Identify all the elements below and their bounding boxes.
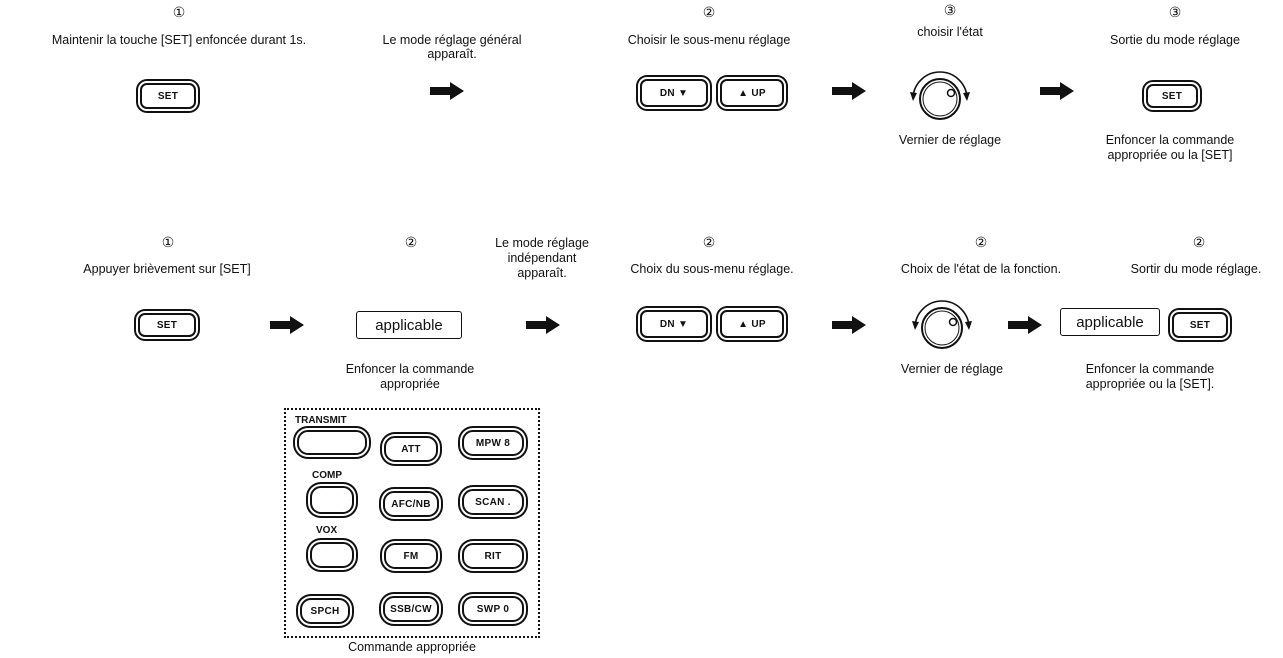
transmit-label: TRANSMIT <box>295 415 347 426</box>
row2-step5-number: ② <box>974 234 988 250</box>
panel-caption: Commande appropriée <box>348 640 476 654</box>
afc-nb-key[interactable]: AFC/NB <box>383 491 439 517</box>
arrow-icon <box>1008 316 1042 334</box>
ssb-cw-key[interactable]: SSB/CW <box>383 596 439 622</box>
down-key[interactable]: DN ▼ <box>640 79 708 107</box>
row1-step4-text: choisir l'état <box>917 25 983 39</box>
arrow-icon <box>832 82 866 100</box>
row1-step4-caption: Vernier de réglage <box>898 133 1002 147</box>
row2-step3-text-line3: apparaît. <box>517 266 567 280</box>
row1-step2-text-line1: Le mode réglage général <box>382 33 522 47</box>
applicable-keys-panel <box>284 408 540 638</box>
spch-key[interactable]: SPCH <box>300 598 350 624</box>
vox-label: VOX <box>316 525 338 536</box>
set-key[interactable]: SET <box>1146 84 1198 108</box>
tuning-dial-icon[interactable] <box>905 292 979 356</box>
row2-step6-number: ② <box>1192 234 1206 250</box>
row1-step3-number: ② <box>702 4 716 20</box>
row2-step5-caption: Vernier de réglage <box>900 362 1004 376</box>
comp-key[interactable] <box>310 486 354 514</box>
arrow-icon <box>270 316 304 334</box>
transmit-key[interactable] <box>297 430 367 455</box>
applicable-command-box[interactable]: applicable <box>356 311 462 339</box>
swp-key[interactable]: SWP 0 <box>462 596 524 622</box>
vox-key[interactable] <box>310 542 354 568</box>
applicable-command-box[interactable]: applicable <box>1060 308 1160 336</box>
row2-step4-text: Choix du sous-menu réglage. <box>630 262 794 276</box>
row2-step2-number: ② <box>404 234 418 250</box>
row2-step2-caption-line2: appropriée <box>380 377 440 391</box>
rit-key[interactable]: RIT <box>462 543 524 569</box>
row2-step1-text: Appuyer brièvement sur [SET] <box>83 262 251 276</box>
row1-step5-number: ③ <box>1168 4 1182 20</box>
row1-step1-number: ① <box>172 4 186 20</box>
row2-step6-caption-line1: Enfoncer la commande <box>1085 362 1215 376</box>
row1-step1-text: Maintenir la touche [SET] enfoncée duran… <box>51 33 307 47</box>
comp-label: COMP <box>312 470 342 481</box>
set-key[interactable]: SET <box>138 313 196 337</box>
fm-key[interactable]: FM <box>384 543 438 569</box>
row2-step6-caption-line2: appropriée ou la [SET]. <box>1085 377 1215 391</box>
row2-step6-text: Sortir du mode réglage. <box>1130 262 1262 276</box>
tuning-dial-icon[interactable] <box>903 63 977 127</box>
arrow-icon <box>430 82 464 100</box>
row1-step2-text-line2: apparaît. <box>427 47 477 61</box>
arrow-icon <box>1040 82 1074 100</box>
row1-step5-caption-line1: Enfoncer la commande <box>1105 133 1235 147</box>
row1-step5-text: Sortie du mode réglage <box>1110 33 1240 47</box>
arrow-icon <box>526 316 560 334</box>
row2-step3-text-line1: Le mode réglage <box>495 236 589 250</box>
set-key[interactable]: SET <box>1172 312 1228 338</box>
row2-step2-caption-line1: Enfoncer la commande <box>345 362 475 376</box>
row2-step5-text: Choix de l'état de la fonction. <box>900 262 1062 276</box>
att-key[interactable]: ATT <box>384 436 438 462</box>
row1-step3-text: Choisir le sous-menu réglage <box>627 33 791 47</box>
row1-step4-number: ③ <box>943 2 957 18</box>
scan-key[interactable]: SCAN . <box>462 489 524 515</box>
set-key[interactable]: SET <box>140 83 196 109</box>
down-key[interactable]: DN ▼ <box>640 310 708 338</box>
row1-step5-caption-line2: appropriée ou la [SET] <box>1107 148 1233 162</box>
up-key[interactable]: ▲ UP <box>720 310 784 338</box>
mpw-key[interactable]: MPW 8 <box>462 430 524 456</box>
row2-step1-number: ① <box>161 234 175 250</box>
row2-step4-number: ② <box>702 234 716 250</box>
row2-step3-text-line2: indépendant <box>507 251 577 265</box>
up-key[interactable]: ▲ UP <box>720 79 784 107</box>
arrow-icon <box>832 316 866 334</box>
